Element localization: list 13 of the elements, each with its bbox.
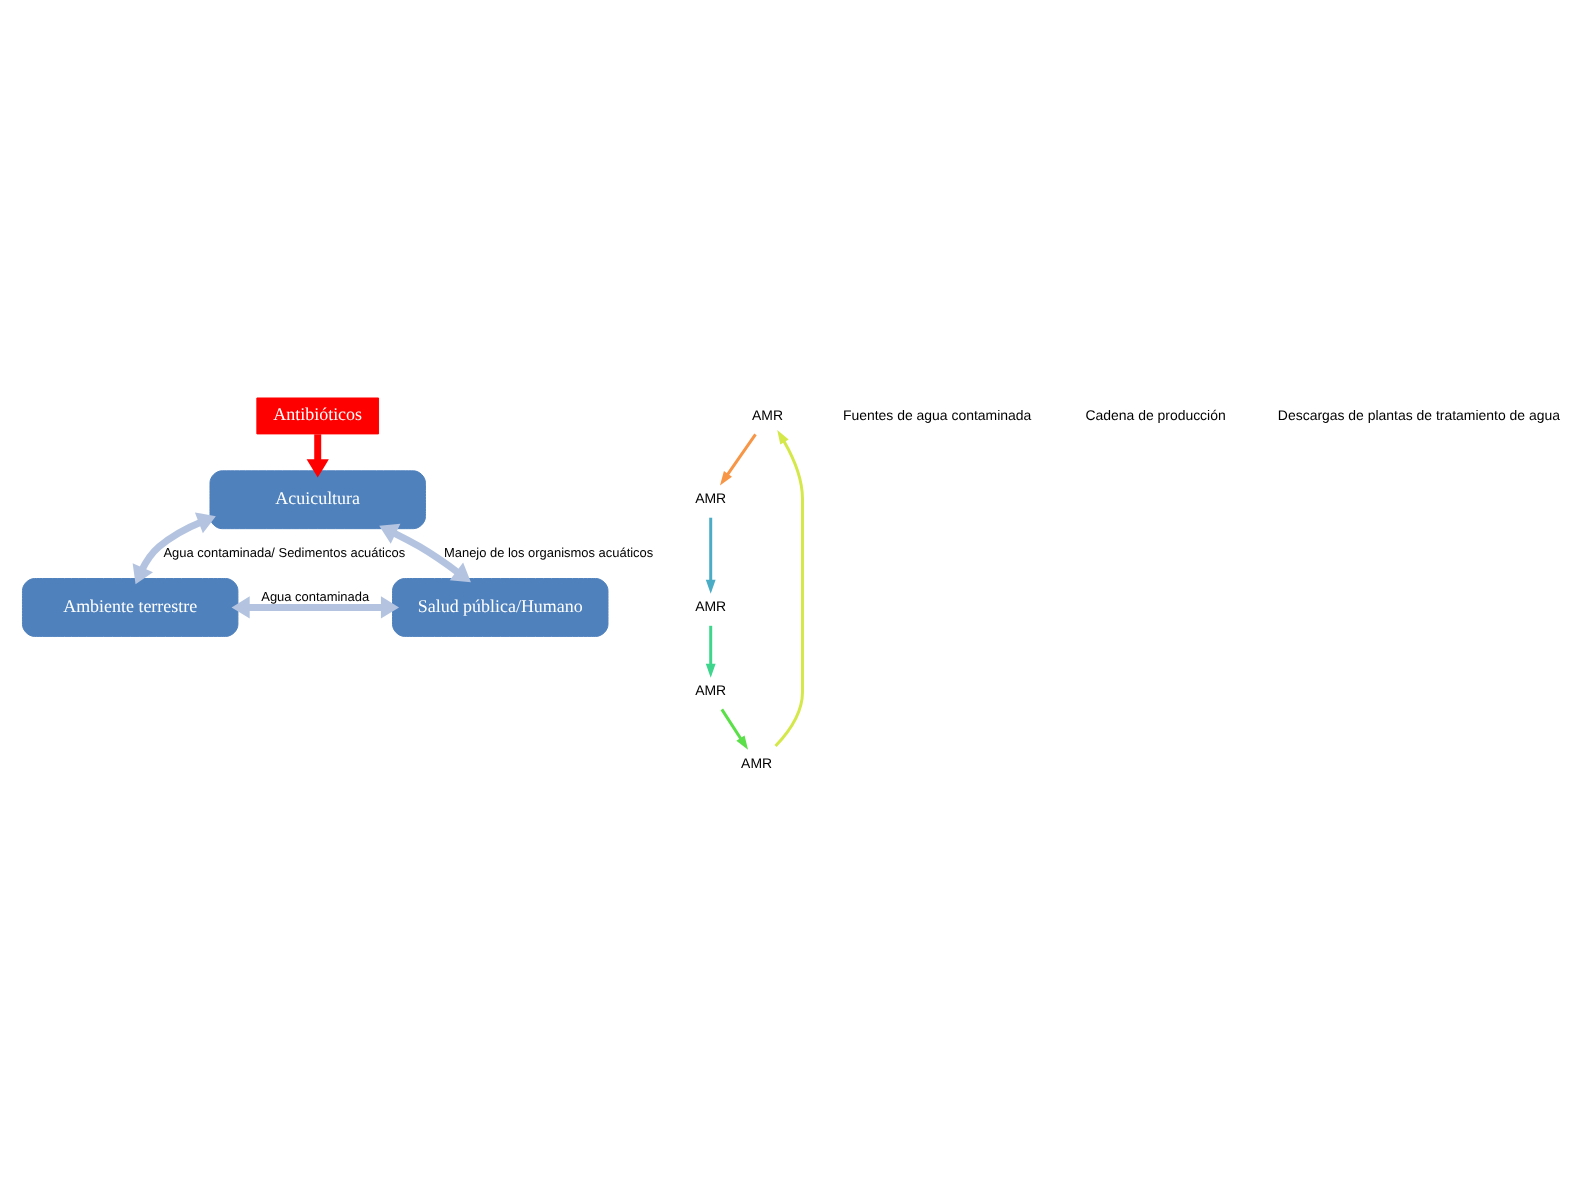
arrow bbox=[774, 430, 804, 748]
node-box: Antibióticos bbox=[256, 397, 380, 435]
arrow bbox=[705, 517, 716, 594]
arrow bbox=[132, 512, 216, 585]
arrow bbox=[720, 433, 757, 486]
arrow bbox=[720, 708, 749, 750]
node-box: Ambiente terrestre bbox=[21, 578, 239, 637]
arrow bbox=[705, 625, 716, 678]
arrow bbox=[306, 434, 329, 478]
node-box: Acuicultura bbox=[209, 470, 426, 530]
arrow bbox=[231, 596, 400, 619]
arrow bbox=[379, 523, 471, 583]
node-box: Salud pública/Humano bbox=[392, 578, 609, 637]
